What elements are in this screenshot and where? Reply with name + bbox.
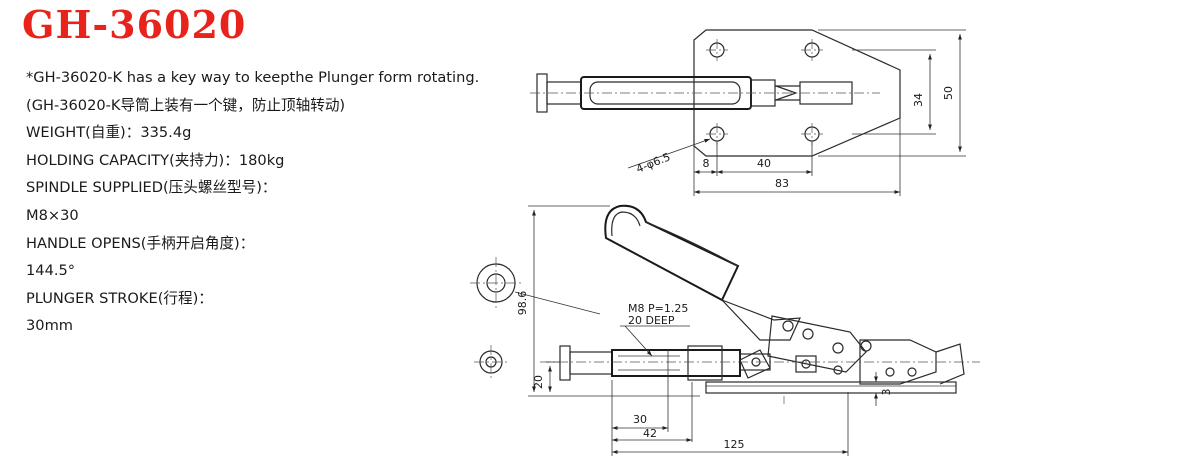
dim-8-40: 8 40 — [693, 142, 813, 196]
dim-40-label: 40 — [757, 157, 771, 170]
dim-20-label: 20 — [532, 375, 545, 389]
spec-stroke-label: PLUNGER STROKE(行程)： — [26, 289, 213, 307]
thread-callout: M8 P=1.25 20 DEEP — [620, 302, 690, 357]
dim-50: 50 — [818, 29, 966, 157]
dim-hole-label: 4-φ6.5 — [634, 150, 672, 175]
side-base — [705, 381, 957, 404]
dim-50-label: 50 — [942, 86, 955, 100]
top-view: 34 50 4-φ6.5 8 40 83 — [530, 29, 966, 196]
end-view-small — [474, 345, 508, 379]
dim-83-label: 83 — [775, 177, 789, 190]
spec-spindle-value: M8×30 — [26, 206, 79, 224]
dim-34: 34 — [852, 49, 936, 135]
end-view-large — [470, 257, 522, 309]
dim-3: 3 — [872, 372, 956, 406]
dim-hole-callout: 4-φ6.5 — [627, 138, 711, 176]
side-plunger — [540, 345, 980, 381]
spec-stroke-value: 30mm — [26, 317, 74, 335]
spec-handle-opens-value: 144.5° — [26, 262, 76, 280]
side-linkage — [739, 315, 965, 385]
top-plunger — [530, 73, 880, 113]
end-view-leader — [514, 291, 601, 315]
spec-key-way-note: *GH-36020-K has a key way to keepthe Plu… — [26, 69, 480, 86]
dim-83: 83 — [694, 118, 901, 196]
top-mounting-holes — [706, 39, 823, 145]
dim-30-label: 30 — [633, 413, 647, 426]
spec-spindle-label: SPINDLE SUPPLIED(压头螺丝型号)： — [26, 179, 277, 197]
side-view: M8 P=1.25 20 DEEP 98.6 20 3 — [470, 204, 980, 456]
spec-holding-capacity: HOLDING CAPACITY(夹持力)：180kg — [26, 151, 285, 169]
dim-20: 20 — [532, 361, 560, 392]
dim-8-label: 8 — [703, 157, 710, 170]
thread-note-2: 20 DEEP — [628, 314, 675, 327]
dim-42-label: 42 — [643, 427, 657, 440]
product-title: GH-36020 — [22, 2, 247, 47]
dim-125-label: 125 — [724, 438, 745, 451]
dim-34-label: 34 — [912, 93, 925, 107]
side-handle — [604, 204, 801, 341]
spec-key-way-note-cn: (GH-36020-K导筒上装有一个键，防止顶轴转动) — [26, 96, 346, 114]
dim-986-label: 98.6 — [516, 291, 529, 316]
dim-986: 98.6 — [516, 205, 700, 397]
dim-stroke: 30 42 125 — [611, 350, 849, 456]
spec-list: *GH-36020-K has a key way to keepthe Plu… — [26, 64, 479, 340]
spec-weight: WEIGHT(自重)：335.4g — [26, 124, 192, 142]
spec-handle-opens-label: HANDLE OPENS(手柄开启角度)： — [26, 234, 255, 252]
dim-3-label: 3 — [880, 389, 893, 396]
thread-note-1: M8 P=1.25 — [628, 302, 688, 315]
